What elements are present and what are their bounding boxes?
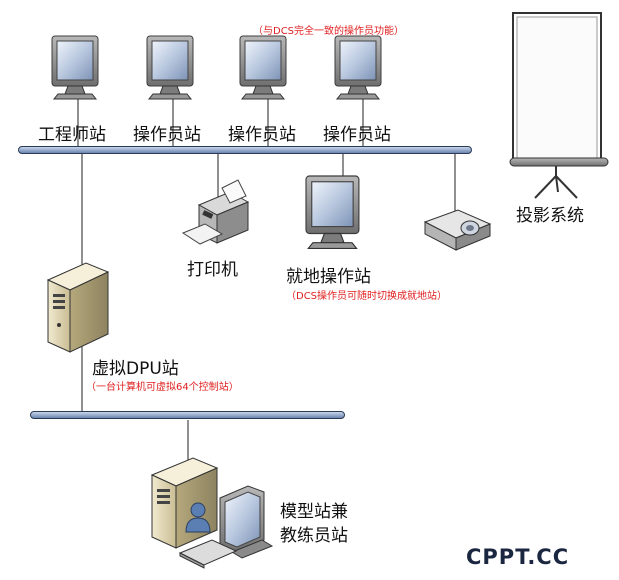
model-station-label-line1: 模型站兼: [280, 502, 348, 522]
virtual-dpu-label: 虚拟DPU站: [92, 359, 179, 379]
monitor-icon-local-station: [305, 175, 360, 250]
station-label-operator-1: 操作员站: [133, 125, 201, 145]
monitor-icon-operator-3: [334, 35, 382, 100]
user-icon: [185, 502, 211, 533]
top-network-bus: [18, 146, 472, 154]
station-label-engineer: 工程师站: [38, 125, 106, 145]
server-tower-icon: [46, 262, 110, 353]
monitor-icon-operator-1: [146, 35, 194, 100]
projection-screen-icon: [509, 12, 609, 199]
projector-icon: [423, 209, 492, 251]
top-note: （与DCS完全一致的操作员功能）: [253, 26, 405, 37]
station-label-operator-3: 操作员站: [323, 125, 391, 145]
printer-icon: [181, 179, 250, 245]
lower-network-bus: [30, 411, 345, 419]
virtual-dpu-note: （一台计算机可虚拟64个控制站）: [86, 382, 239, 393]
site-logo: CPPT.CC: [466, 545, 570, 569]
monitor-icon-operator-2: [239, 35, 287, 100]
keyboard-icon: [178, 539, 238, 569]
printer-label: 打印机: [187, 260, 238, 280]
monitor-icon-engineer: [51, 35, 99, 100]
station-label-operator-2: 操作员站: [228, 125, 296, 145]
model-station-label-line2: 教练员站: [280, 526, 348, 546]
monitor-icon-model-station: [219, 485, 274, 559]
local-station-note: （DCS操作员可随时切换成就地站）: [286, 291, 448, 302]
projector-label: 投影系统: [516, 206, 584, 226]
local-station-label: 就地操作站: [286, 267, 371, 287]
model-station-tower-icon: [150, 457, 219, 549]
